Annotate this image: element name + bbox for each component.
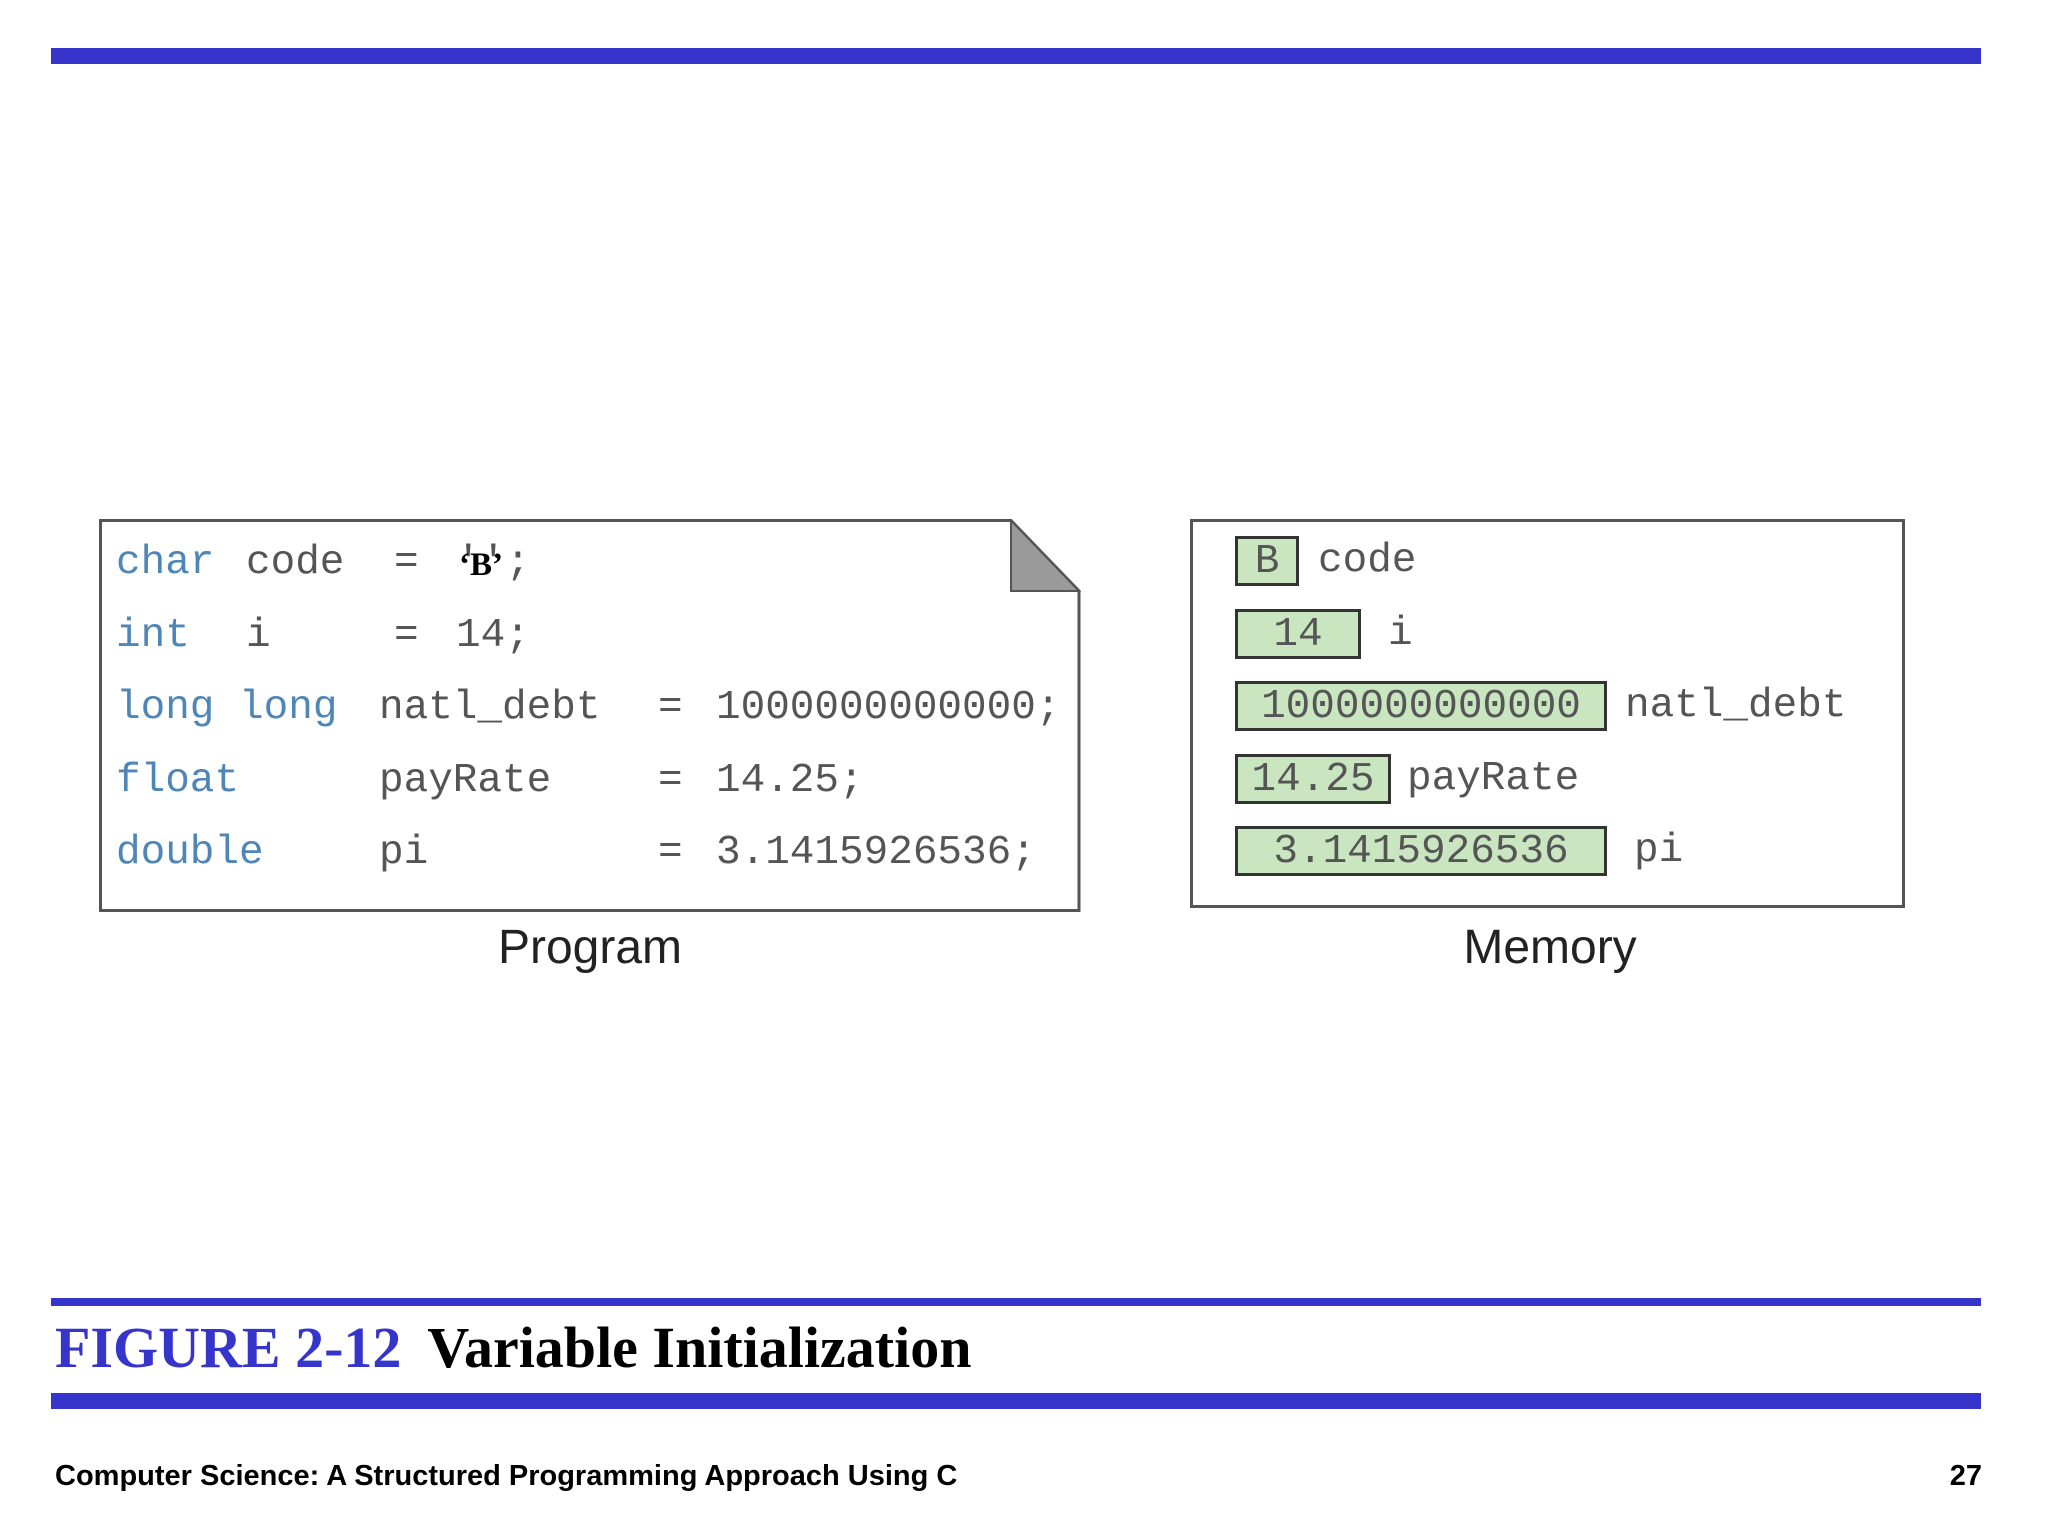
memory-cell-code: B bbox=[1235, 536, 1299, 586]
assign-operator: = bbox=[658, 758, 683, 804]
code-line-char: char code = ' '; ‘B’ bbox=[116, 533, 530, 593]
variable-name: pi bbox=[379, 830, 429, 876]
program-panel: char code = ' '; ‘B’ int i = 14; long lo… bbox=[99, 519, 1081, 912]
code-line-float: float payRate = 14.25; bbox=[116, 751, 864, 811]
memory-panel: B code 14 i 1000000000000 natl_debt 14.2… bbox=[1190, 519, 1905, 908]
code-line-long-long: long long natl_debt = 1000000000000; bbox=[116, 678, 1060, 738]
value-overlay-b: ‘B’ bbox=[459, 547, 503, 583]
memory-label-natl-debt: natl_debt bbox=[1625, 683, 1847, 729]
initial-value: 3.1415926536; bbox=[716, 830, 1036, 876]
variable-name: payRate bbox=[379, 758, 552, 804]
memory-label-payrate: payRate bbox=[1407, 756, 1580, 802]
caption-bottom-rule bbox=[51, 1393, 1981, 1409]
initial-value: 14; bbox=[456, 613, 530, 659]
type-keyword: int bbox=[116, 613, 190, 659]
initial-value: 14.25; bbox=[716, 758, 864, 804]
variable-name: i bbox=[246, 613, 271, 659]
memory-caption: Memory bbox=[1463, 921, 1637, 974]
caption-top-rule bbox=[51, 1298, 1981, 1306]
memory-label-pi: pi bbox=[1634, 828, 1684, 874]
figure-caption: FIGURE 2-12 Variable Initialization bbox=[55, 1313, 971, 1383]
assign-operator: = bbox=[658, 830, 683, 876]
program-page-frame bbox=[99, 519, 1081, 912]
memory-label-i: i bbox=[1388, 611, 1413, 657]
memory-cell-pi: 3.1415926536 bbox=[1235, 826, 1607, 876]
code-line-double: double pi = 3.1415926536; bbox=[116, 823, 1036, 883]
program-caption: Program bbox=[497, 921, 683, 974]
folded-corner-icon bbox=[1010, 519, 1081, 592]
memory-cell-natl-debt: 1000000000000 bbox=[1235, 681, 1607, 731]
type-keyword: double bbox=[116, 830, 264, 876]
figure-title: Variable Initialization bbox=[427, 1315, 972, 1380]
type-keyword: char bbox=[116, 540, 215, 586]
memory-cell-i: 14 bbox=[1235, 609, 1361, 659]
assign-operator: = bbox=[394, 540, 419, 586]
figure-number: FIGURE 2-12 bbox=[55, 1315, 402, 1380]
memory-cell-payrate: 14.25 bbox=[1235, 754, 1391, 804]
value-quote-open: ' bbox=[456, 540, 481, 586]
footer-book-title: Computer Science: A Structured Programmi… bbox=[55, 1460, 958, 1492]
assign-operator: = bbox=[394, 613, 419, 659]
variable-name: natl_debt bbox=[379, 685, 601, 731]
top-accent-rule bbox=[51, 48, 1981, 64]
initial-value: 1000000000000; bbox=[716, 685, 1061, 731]
value-quote-close: '; bbox=[481, 540, 531, 586]
type-keyword: float bbox=[116, 758, 240, 804]
code-line-int: int i = 14; bbox=[116, 606, 530, 666]
footer-page-number: 27 bbox=[1949, 1460, 1982, 1492]
memory-label-code: code bbox=[1318, 538, 1417, 584]
assign-operator: = bbox=[658, 685, 683, 731]
type-keyword: long long bbox=[116, 685, 338, 731]
variable-name: code bbox=[246, 540, 345, 586]
